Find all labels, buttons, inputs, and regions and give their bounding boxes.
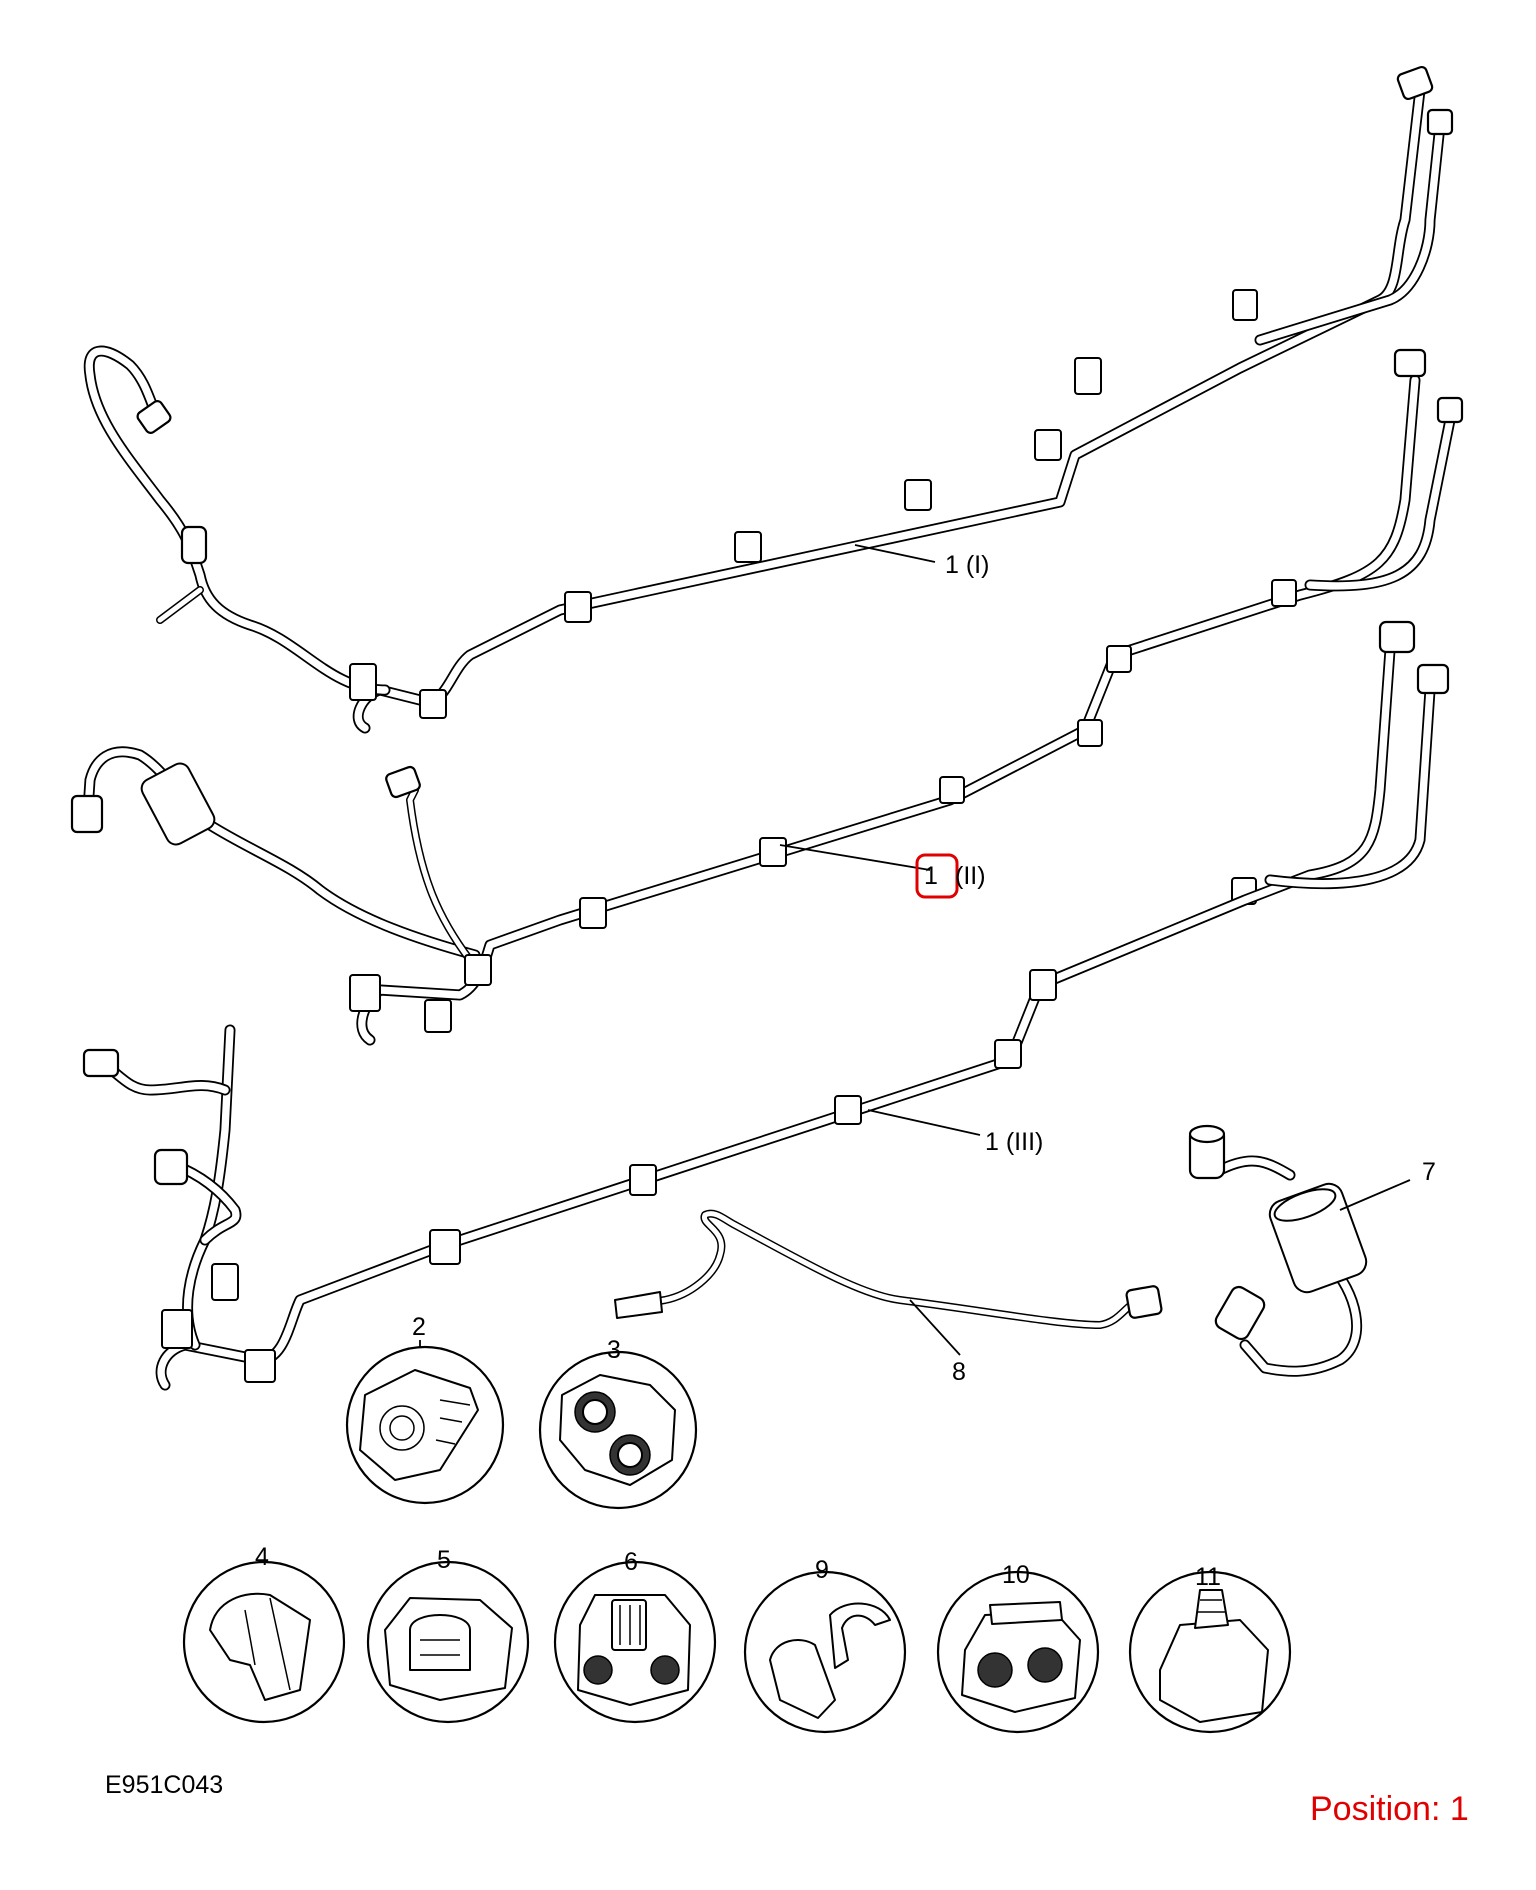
pipe-assembly-1-ii[interactable]: 1 (II) <box>70 348 1464 1046</box>
callout-2: 2 <box>412 1313 426 1341</box>
callout-1-i: 1 (I) <box>945 551 989 579</box>
pipe-assembly-1-i[interactable]: 1 (I) <box>83 65 1454 734</box>
callout-9: 9 <box>815 1556 829 1584</box>
highlight-box <box>915 853 959 899</box>
detail-clip-4[interactable]: 4 <box>182 1543 346 1724</box>
callout-1-iii: 1 (III) <box>985 1128 1043 1156</box>
detail-clip-6[interactable]: 6 <box>553 1548 717 1724</box>
fuel-filter-7[interactable]: 7 <box>1188 1124 1436 1377</box>
callout-1-ii-suffix: (II) <box>955 862 986 890</box>
callout-6: 6 <box>624 1548 638 1576</box>
callout-5: 5 <box>437 1546 451 1574</box>
diagram-code: E951C043 <box>105 1771 223 1799</box>
callout-7: 7 <box>1422 1158 1436 1186</box>
callout-8: 8 <box>952 1358 966 1386</box>
callout-1-ii-number: 1 <box>924 862 938 890</box>
position-label: Position: 1 <box>1310 1790 1469 1828</box>
detail-clip-9[interactable]: 9 <box>743 1556 907 1734</box>
callout-3: 3 <box>607 1336 621 1364</box>
callout-11: 11 <box>1195 1563 1221 1591</box>
detail-clip-3[interactable]: 3 <box>538 1336 698 1510</box>
return-line-8[interactable]: 8 <box>614 1209 1163 1386</box>
callout-10: 10 <box>1002 1561 1030 1589</box>
detail-clip-11[interactable]: 11 <box>1128 1563 1292 1734</box>
detail-clip-2[interactable]: 2 <box>345 1313 505 1505</box>
pipe-assembly-1-iii[interactable]: 1 (III) <box>82 620 1450 1391</box>
detail-clip-5[interactable]: 5 <box>366 1546 530 1724</box>
callout-4: 4 <box>255 1543 269 1571</box>
detail-clip-10[interactable]: 10 <box>936 1561 1100 1734</box>
